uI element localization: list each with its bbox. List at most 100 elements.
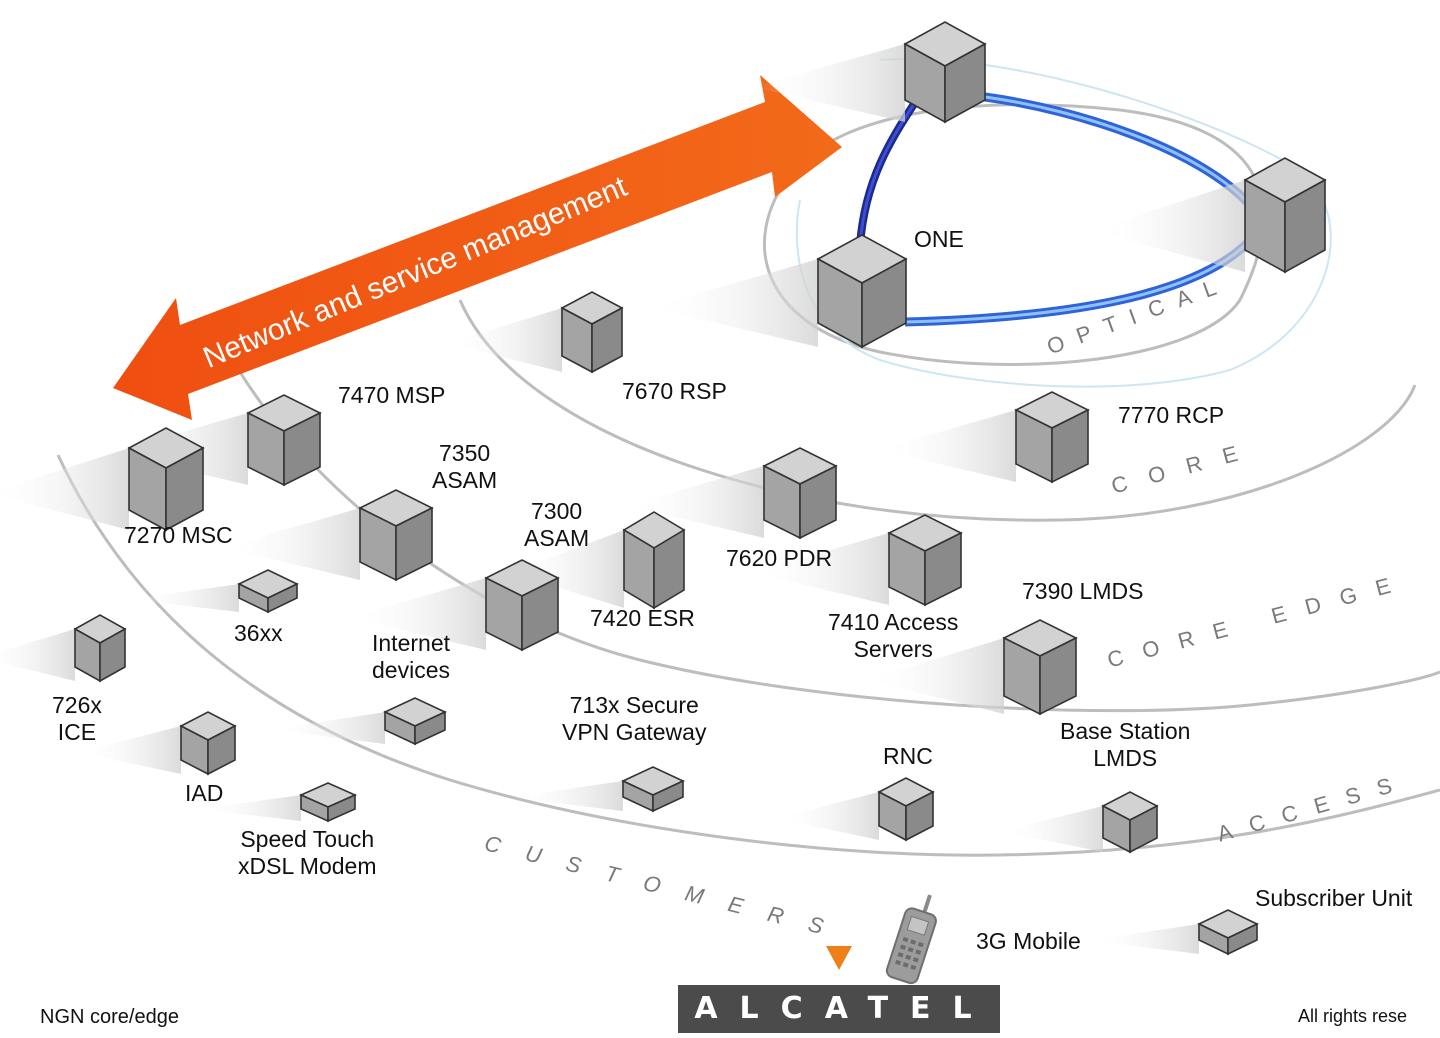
label-7350-asam: 7350 ASAM: [432, 440, 497, 494]
node-7350-asam-shadow: [223, 508, 360, 580]
label-36xx: 36xx: [234, 620, 283, 646]
node-subscriber-unit: [1088, 909, 1259, 956]
label-bs-line1: Base Station: [1060, 718, 1191, 744]
label-726x-ice: 726x ICE: [52, 692, 102, 746]
node-7300-asam-right: [521, 576, 559, 652]
label-7470-msp: 7470 MSP: [338, 382, 446, 408]
label-modem-line1: Speed Touch: [240, 826, 375, 852]
label-modem-line2: xDSL Modem: [238, 853, 377, 879]
node-7770-rcp-right: [1051, 408, 1089, 484]
label-7390-lmds: 7390 LMDS: [1022, 578, 1144, 604]
node-speed-touch-shadow: [198, 795, 301, 821]
label-base-station: Base Station LMDS: [1060, 718, 1190, 772]
node-7300-asam-shadow: [349, 578, 486, 650]
node-726x-ice-right: [99, 627, 126, 683]
node-iad: [78, 711, 237, 776]
node-7270-msc-right: [165, 446, 204, 532]
node-one-shadow: [650, 259, 818, 347]
label-subscriber-unit: Subscriber Unit: [1255, 885, 1413, 911]
label-one: ONE: [914, 226, 964, 252]
label-713x-vpn: 713x Secure VPN Gateway: [562, 692, 706, 746]
label-7410-access-servers: 7410 Access Servers: [828, 609, 958, 663]
label-7270-msc: 7270 MSC: [124, 522, 233, 548]
node-subscriber-unit-right: [1227, 922, 1258, 956]
node-rnc-right: [905, 790, 934, 842]
label-ice-line2: ICE: [57, 719, 97, 745]
node-7470-msp-right: [283, 411, 321, 487]
label-7410-line2: Servers: [853, 636, 933, 662]
orange-triangle-icon: [826, 946, 852, 970]
node-7300-asam: [349, 559, 560, 652]
node-optical-top-shadow: [753, 44, 905, 122]
label-bs-line2: LMDS: [1093, 745, 1158, 771]
optical-ring-inner: [795, 57, 1332, 388]
node-rnc: [776, 777, 935, 842]
node-internet-devices-right: [414, 710, 446, 746]
alcatel-logo: ALCATEL: [678, 985, 1000, 1033]
nodes-layer: [0, 21, 1327, 956]
node-713x-vpn-right: [652, 779, 684, 813]
node-optical-top: [753, 21, 987, 124]
node-36xx-shadow: [128, 584, 239, 612]
node-iad-shadow: [78, 726, 181, 774]
label-speed-touch: Speed Touch xDSL Modem: [238, 826, 376, 880]
label-vpn-line1: 713x Secure: [569, 692, 699, 718]
label-7670-rsp: 7670 RSP: [622, 378, 727, 404]
node-optical-right-shadow: [1093, 180, 1245, 272]
footer-left: NGN core/edge: [40, 1006, 179, 1028]
node-internet-devices-shadow: [271, 712, 385, 744]
mobile-phone-icon: [885, 894, 937, 985]
node-7620-pdr-shadow: [627, 466, 764, 538]
node-7420-esr: [510, 511, 686, 610]
label-7300-line2: ASAM: [524, 525, 590, 551]
node-7670-rsp-right: [591, 306, 623, 374]
node-speed-touch-right: [327, 793, 356, 823]
node-7670-rsp: [448, 291, 624, 374]
footer-right: All rights rese: [1298, 1006, 1408, 1026]
label-7420-esr: 7420 ESR: [590, 605, 695, 631]
node-7410-right: [924, 531, 962, 607]
node-subscriber-unit-shadow: [1088, 924, 1199, 954]
label-internet-devices: Internet devices: [372, 630, 450, 684]
node-base-station-lmds-shadow: [1000, 806, 1103, 852]
node-optical-right-right: [1284, 178, 1326, 274]
node-7270-msc: [0, 427, 205, 532]
label-7410-line1: 7410 Access: [828, 609, 959, 635]
node-optical-right: [1093, 157, 1327, 274]
label-iad: IAD: [185, 780, 224, 806]
node-speed-touch: [198, 782, 357, 823]
node-one-right: [861, 257, 907, 349]
node-726x-ice: [0, 614, 127, 683]
node-7410-shadow: [752, 533, 889, 605]
node-iad-right: [207, 724, 236, 776]
node-7770-rcp-shadow: [879, 410, 1016, 482]
label-7620-pdr: 7620 PDR: [726, 545, 833, 571]
node-base-station-lmds: [1000, 791, 1159, 854]
node-7350-asam: [223, 489, 434, 582]
node-7390-lmds-right: [1039, 636, 1077, 716]
label-vpn-line2: VPN Gateway: [562, 719, 707, 745]
node-7670-rsp-shadow: [448, 308, 562, 372]
node-optical-top-right: [944, 42, 986, 124]
node-one: [650, 234, 908, 349]
node-7350-asam-right: [395, 506, 433, 582]
node-36xx-right: [267, 582, 298, 614]
node-7620-pdr: [627, 447, 838, 540]
node-7410: [752, 514, 963, 607]
network-management-arrow: [113, 75, 842, 420]
node-36xx: [128, 569, 299, 614]
label-7300-asam: 7300 ASAM: [524, 498, 589, 552]
node-7420-esr-right: [653, 528, 685, 610]
label-internet-line1: Internet: [372, 630, 450, 656]
label-3g-mobile: 3G Mobile: [976, 928, 1081, 954]
node-713x-vpn: [509, 766, 685, 813]
node-713x-vpn-shadow: [509, 781, 623, 811]
node-base-station-lmds-right: [1129, 804, 1158, 854]
label-ice-line1: 726x: [52, 692, 102, 718]
label-7350-line2: ASAM: [432, 467, 498, 493]
label-7350-line1: 7350: [439, 440, 491, 466]
access-ring: [56, 454, 1440, 857]
node-7420-esr-shadow: [510, 530, 624, 608]
node-7770-rcp: [879, 391, 1090, 484]
